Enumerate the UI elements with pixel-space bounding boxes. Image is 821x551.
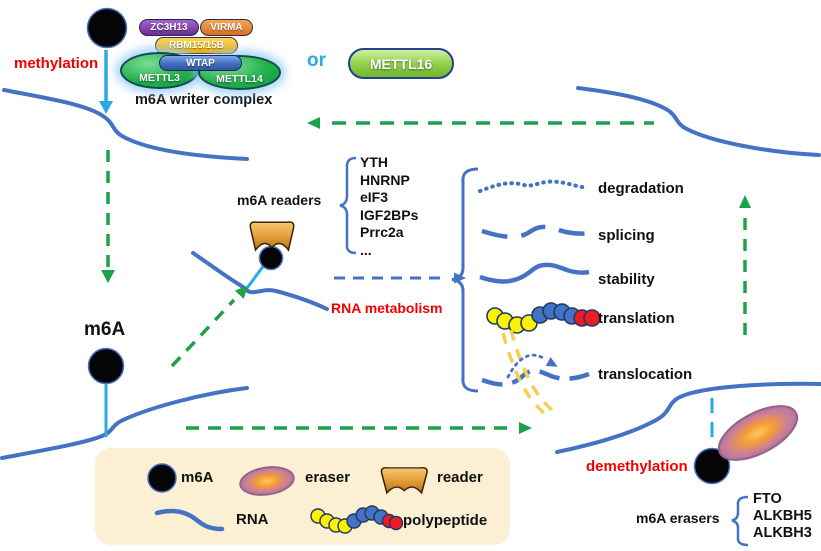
legend-m6a-icon [147, 463, 177, 493]
outcome-degradation: degradation [598, 180, 684, 197]
writer-component-virma: VIRMA [200, 19, 253, 36]
rna-metabolism-label: RNA metabolism [331, 300, 443, 316]
m6a-mark-removed [693, 447, 731, 485]
readers-bracket [339, 156, 357, 255]
legend-rna-label: RNA [236, 511, 269, 528]
arrow-up-right [739, 195, 751, 338]
rna-strand-reader [191, 251, 329, 311]
splicing-line [481, 224, 591, 240]
writer-component-zc3h13: ZC3H13 [139, 19, 199, 36]
rna-strand-bottom-left [0, 386, 249, 460]
arrow-horizontal-bottom [186, 422, 532, 434]
reader-protein: Prrc2a [360, 224, 404, 240]
legend-m6a-label: m6A [181, 469, 214, 486]
membrane-dashes [501, 329, 554, 415]
reader-protein: ... [360, 241, 372, 258]
outcome-splicing: splicing [598, 227, 655, 244]
methylation-arrow [99, 50, 113, 114]
m6a-stalk-reader [245, 263, 267, 289]
erasers-title: m6A erasers [636, 510, 720, 526]
rna-strand-bottom-right [555, 381, 821, 454]
arrow-horizontal-top-right [307, 117, 654, 129]
readers-title: m6A readers [237, 192, 322, 208]
m6a-mark-top [86, 7, 128, 49]
methylation-label: methylation [14, 55, 99, 72]
reader-protein: YTH [360, 154, 388, 170]
writer-component-wtap: WTAP [159, 55, 242, 71]
legend-eraser-label: eraser [305, 469, 351, 486]
eraser-protein-icon [717, 405, 799, 461]
or-label: or [307, 50, 326, 71]
legend-polypeptide-icon [310, 505, 404, 534]
writer-component-rbm15: RBM15/15B [155, 37, 238, 54]
stability-line [479, 262, 590, 284]
rna-strand-top-left [2, 88, 249, 161]
outcomes-bracket [451, 167, 479, 393]
eraser-protein: ALKBH5 [753, 508, 812, 524]
eraser-protein: ALKBH3 [753, 525, 812, 541]
m6a-mark-left [87, 347, 125, 385]
eraser-protein: FTO [753, 491, 782, 507]
readers-protein-list: YTH HNRNP eIF3 IGF2BPs Prrc2a ... [360, 154, 418, 259]
legend-reader-label: reader [437, 469, 483, 486]
legend-polypeptide-label: polypeptide [403, 512, 488, 529]
degradation-line [478, 179, 589, 193]
arrow-diagonal-to-reader [170, 285, 249, 368]
outcome-translocation: translocation [598, 366, 693, 383]
mettl16-pill: METTL16 [348, 48, 454, 79]
reader-protein: IGF2BPs [360, 206, 419, 223]
writer-complex-caption: m6A writer complex [135, 92, 273, 108]
m6a-label: m6A [84, 319, 126, 340]
erasers-protein-list: FTO ALKBH5 ALKBH3 [753, 491, 812, 542]
rna-strand-top-right [576, 86, 821, 157]
translation-polypeptide [486, 302, 601, 334]
erasers-bracket [731, 495, 749, 547]
reader-protein: HNRNP [360, 171, 410, 188]
arrow-down-left [101, 150, 115, 283]
translocation-arc-arrow [506, 353, 558, 379]
legend-eraser-icon [239, 466, 295, 496]
outcome-stability: stability [598, 271, 655, 288]
legend-rna-icon [154, 508, 225, 532]
outcome-translation: translation [598, 310, 675, 327]
demethylation-label: demethylation [586, 458, 688, 475]
reader-protein: eIF3 [360, 189, 389, 205]
legend-reader-icon [380, 466, 428, 494]
